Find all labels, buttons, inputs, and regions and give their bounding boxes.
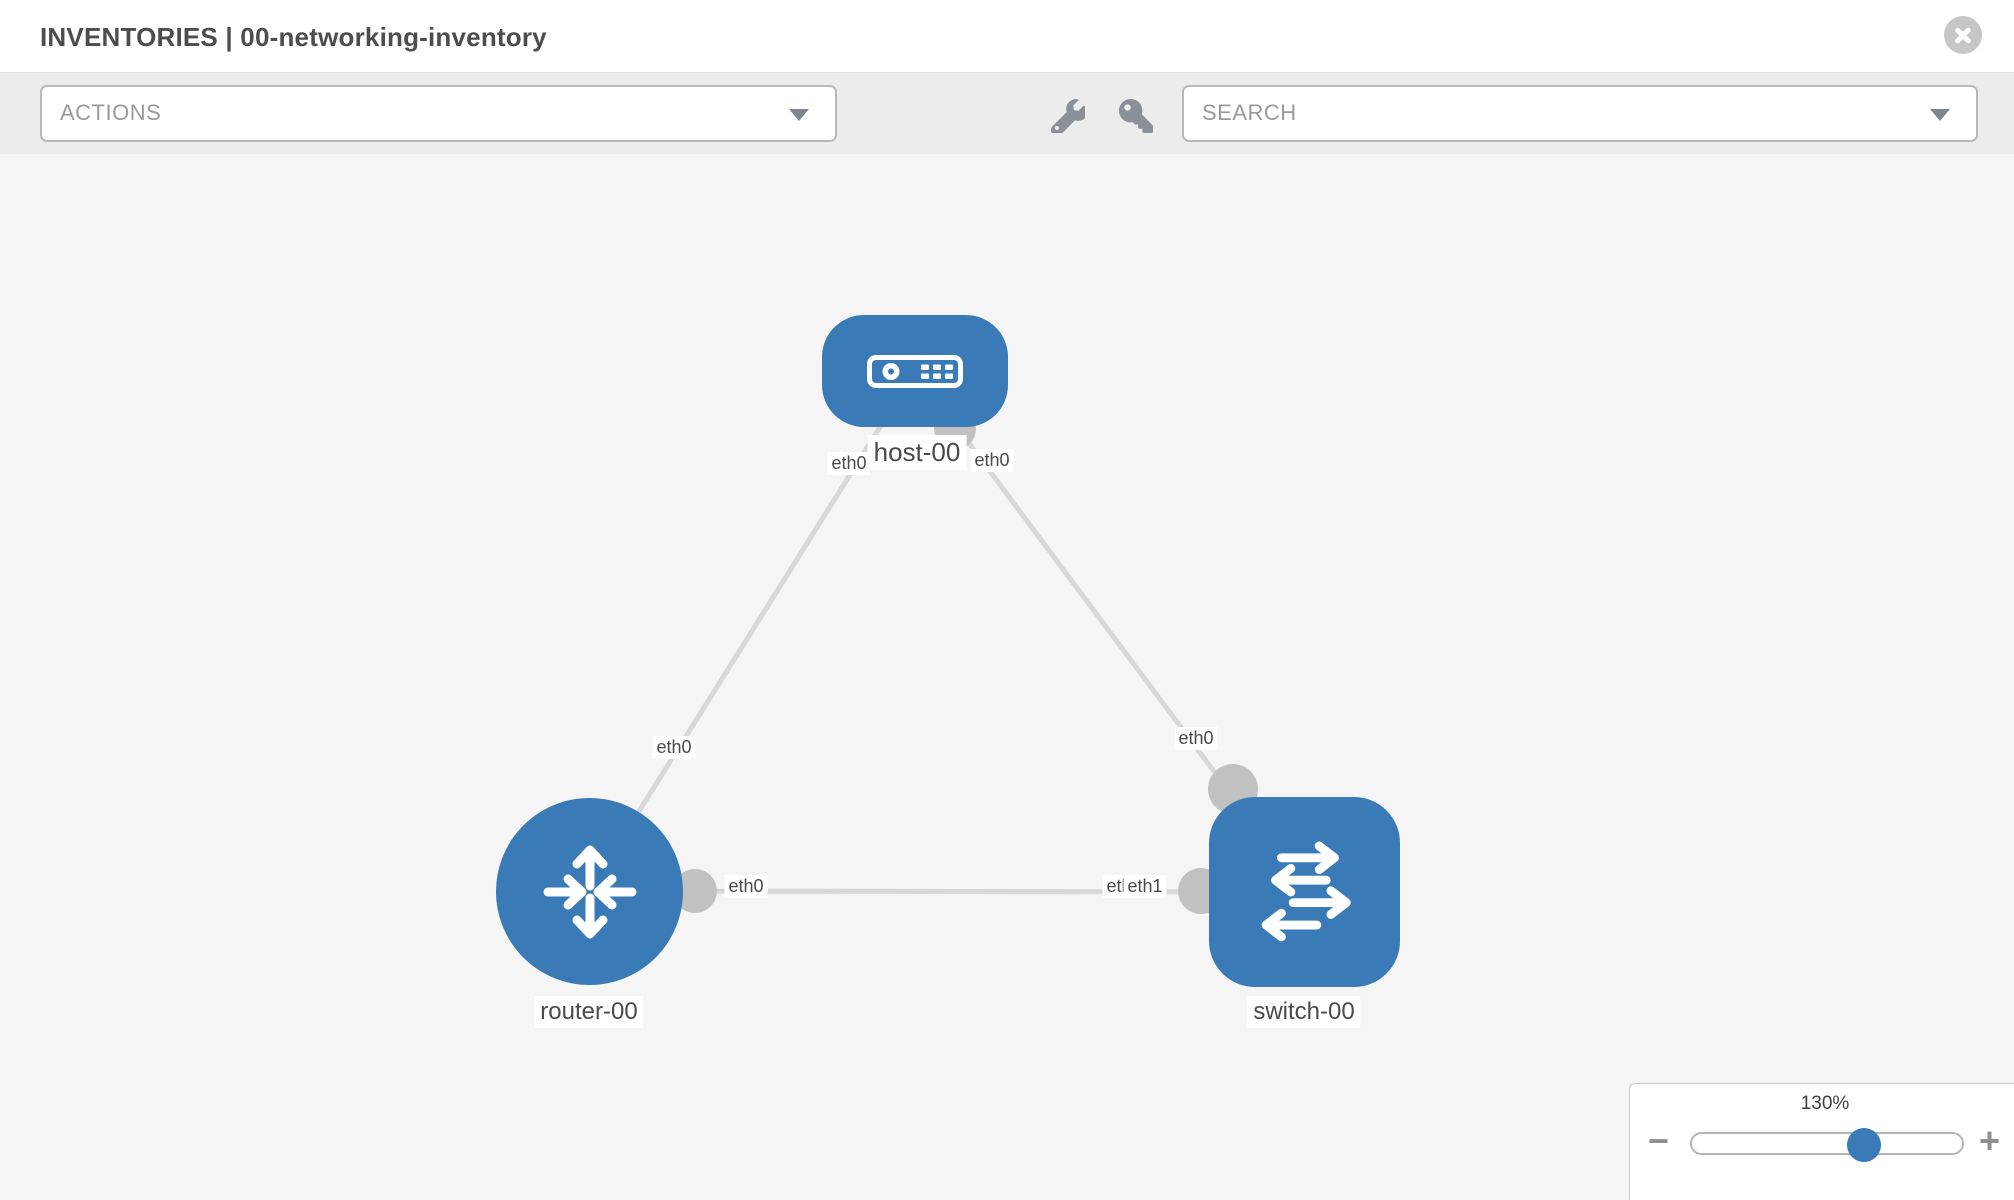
- search-dropdown-label: SEARCH: [1202, 100, 1297, 125]
- header: INVENTORIES | 00-networking-inventory: [0, 0, 2014, 72]
- close-button[interactable]: [1944, 16, 1982, 54]
- zoom-panel: 130% − +: [1629, 1083, 2014, 1200]
- page-title: INVENTORIES | 00-networking-inventory: [40, 22, 547, 52]
- node-label-router: router-00: [534, 996, 644, 1028]
- chevron-down-icon: [789, 108, 809, 121]
- topology-links-layer: [586, 369, 1307, 914]
- actions-dropdown[interactable]: ACTIONS: [40, 85, 837, 142]
- wrench-icon: [1051, 99, 1088, 137]
- zoom-slider-thumb[interactable]: [1847, 1128, 1881, 1162]
- key-icon: [1119, 99, 1153, 133]
- interface-connector: [673, 869, 717, 913]
- node-label-switch: switch-00: [1247, 996, 1361, 1028]
- port-label-host-router-link: eth0: [652, 736, 696, 759]
- node-switch-00[interactable]: [1209, 797, 1400, 987]
- port-label-switch-eth1: eth1: [1123, 875, 1167, 898]
- actions-dropdown-label: ACTIONS: [60, 100, 162, 125]
- zoom-out-button[interactable]: −: [1648, 1120, 1670, 1161]
- configure-button[interactable]: [1051, 99, 1088, 137]
- port-label-router-eth0: eth0: [724, 875, 768, 898]
- port-label-host-switch-link: eth0: [1174, 727, 1218, 750]
- zoom-level: 130%: [1800, 1093, 1850, 1114]
- close-icon: [1944, 16, 1982, 54]
- zoom-in-button[interactable]: +: [1978, 1120, 2000, 1161]
- port-label-host-eth0-right: eth0: [970, 449, 1014, 472]
- switch-icon: [1261, 841, 1351, 942]
- node-host-00[interactable]: [822, 315, 1008, 427]
- chevron-down-icon: [1930, 108, 1950, 121]
- topology-canvas[interactable]: host-00 router-00 switch-00 eth0 eth0 et…: [0, 154, 2014, 1200]
- node-router-00[interactable]: [496, 798, 683, 985]
- toolbar: ACTIONS SEARCH: [0, 72, 2014, 155]
- port-label-host-eth0-left: eth0: [827, 452, 871, 475]
- zoom-slider[interactable]: [1690, 1128, 1964, 1162]
- search-dropdown[interactable]: SEARCH: [1182, 85, 1978, 142]
- host-icon: [867, 354, 963, 388]
- credentials-button[interactable]: [1119, 99, 1153, 133]
- node-label-host: host-00: [867, 435, 967, 470]
- router-icon: [543, 845, 636, 938]
